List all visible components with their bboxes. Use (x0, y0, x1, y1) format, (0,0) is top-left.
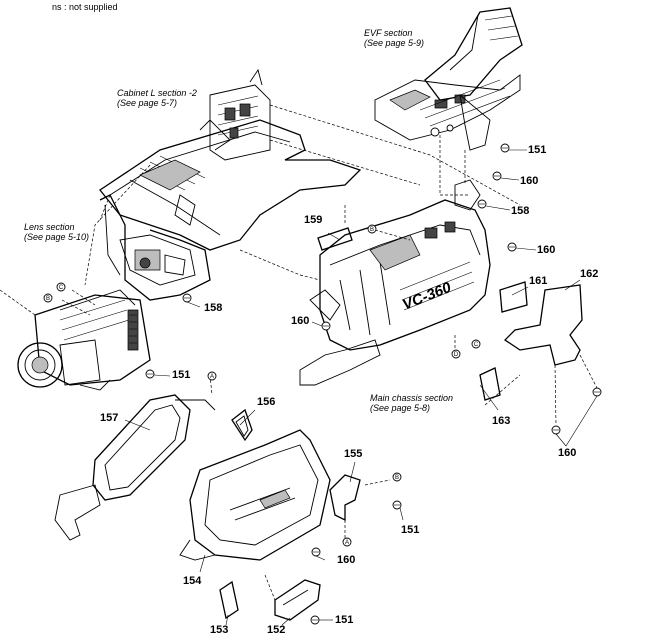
screw-160-mid (321, 321, 331, 331)
screw-158-right (477, 199, 487, 209)
cabinet-section-label: Cabinet L section -2(See page 5-7) (117, 88, 197, 108)
screw-158-left (182, 293, 192, 303)
tripod-bracket (179, 429, 331, 561)
part-155-bracket (329, 474, 361, 522)
reference-marks: B C B C D A B A (43, 224, 481, 547)
model-marking: VC-360 (400, 279, 454, 314)
part-label-160: 160 (520, 175, 539, 187)
svg-text:C: C (474, 342, 479, 348)
ref-mark-c-lens: C (56, 282, 66, 292)
ref-mark-b-chassis: B (367, 224, 377, 234)
evf-assembly (374, 7, 523, 151)
part-163-bracket (479, 367, 501, 401)
part-label-156: 156 (257, 396, 276, 408)
part-label-163: 163 (492, 415, 511, 427)
svg-text:D: D (454, 352, 459, 358)
screw-160-bottom-a (551, 425, 561, 435)
screw-160-bracket (311, 547, 321, 557)
part-label-155: 155 (344, 448, 363, 460)
main-chassis: VC-360 (299, 179, 491, 386)
part-label-160: 160 (537, 244, 556, 256)
ref-mark-a-belt: A (207, 371, 217, 381)
ref-mark-d-chassis: D (451, 349, 461, 359)
screw-160-bottom-b (592, 387, 602, 397)
ref-mark-a-bracket: A (342, 537, 352, 547)
lens-section-label: Lens section(See page 5-10) (24, 222, 90, 242)
part-label-151: 151 (335, 614, 354, 626)
svg-text:A: A (345, 540, 349, 546)
svg-text:B: B (370, 227, 374, 233)
part-label-153: 153 (210, 624, 229, 636)
screws (145, 143, 602, 625)
screw-151-top (500, 143, 510, 153)
part-label-158: 158 (204, 302, 223, 314)
part-label-162: 162 (580, 268, 599, 280)
grip-belt (54, 394, 216, 541)
ref-mark-b-lens: B (43, 293, 53, 303)
assembly-lines (0, 104, 598, 601)
part-label-151: 151 (172, 369, 191, 381)
part-label-160: 160 (291, 315, 310, 327)
evf-section-label: EVF section(See page 5-9) (364, 28, 425, 48)
screw-151-bracket (392, 500, 402, 510)
part-label-157: 157 (100, 412, 119, 424)
front-frame (99, 194, 211, 301)
leader-lines (124, 149, 598, 626)
part-label-160: 160 (558, 447, 577, 459)
svg-text:B: B (46, 296, 50, 302)
screw-151-bottom (310, 615, 320, 625)
svg-text:C: C (59, 285, 64, 291)
part-label-161: 161 (529, 275, 548, 287)
part-152-bracket (274, 579, 321, 621)
cabinet-l-frame (99, 68, 362, 251)
part-153-bracket (219, 580, 239, 620)
ref-mark-b-bracket: B (392, 472, 402, 482)
screw-160-top (492, 171, 502, 181)
part-159-plate (317, 227, 353, 251)
lens-assembly (17, 289, 151, 391)
screw-160-right (507, 242, 517, 252)
part-label-159: 159 (304, 214, 323, 226)
part-label-154: 154 (183, 575, 202, 587)
ref-mark-c-chassis: C (471, 339, 481, 349)
svg-text:A: A (210, 374, 214, 380)
part-162-bracket (503, 284, 583, 366)
part-label-152: 152 (267, 624, 286, 636)
svg-text:B: B (395, 475, 399, 481)
not-supplied-note: ns : not supplied (52, 2, 118, 12)
part-161-plate (499, 281, 528, 313)
part-label-160: 160 (337, 554, 356, 566)
chassis-section-label: Main chassis section(See page 5-8) (370, 393, 454, 413)
part-label-158: 158 (511, 205, 530, 217)
part-label-151: 151 (528, 144, 547, 156)
part-label-151: 151 (401, 524, 420, 536)
part-156-clip (231, 408, 253, 442)
screw-151-lens (145, 369, 155, 379)
